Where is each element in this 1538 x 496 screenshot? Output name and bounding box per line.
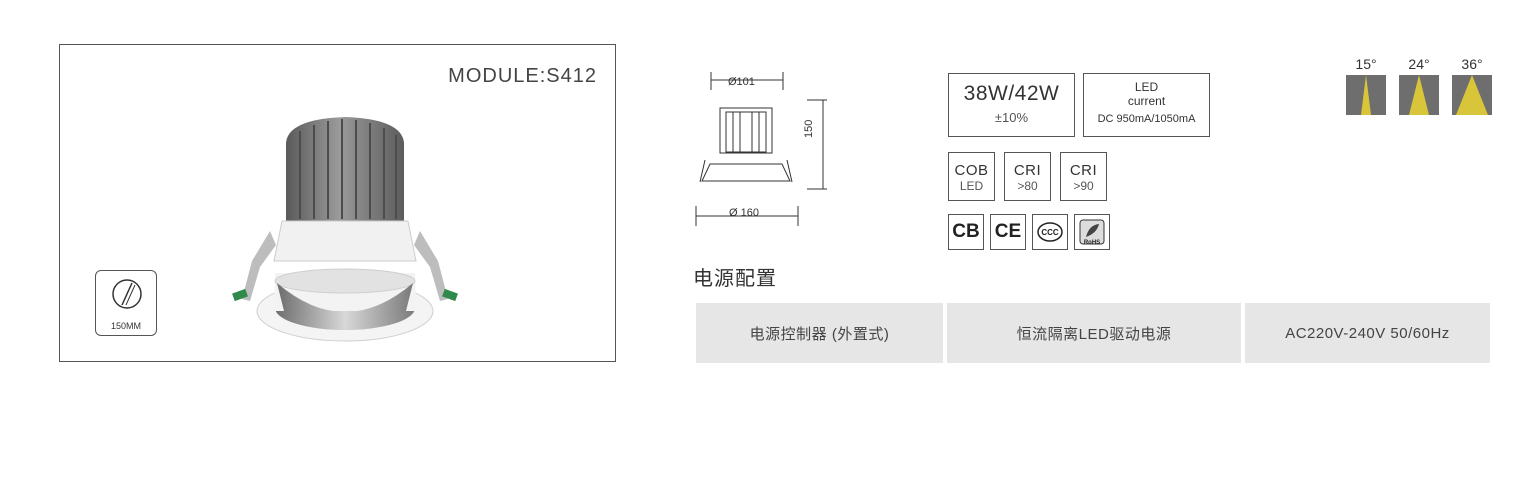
cb-cert-label: CB — [952, 221, 980, 242]
downlight-image — [230, 111, 470, 351]
wide-beam-icon — [1452, 75, 1492, 115]
led-current-box: LED current DC 950mA/1050mA — [1083, 73, 1210, 137]
power-controller-cell: 电源控制器 (外置式) — [696, 303, 943, 363]
chip-subtitle: >90 — [1073, 179, 1094, 193]
module-label: MODULE:S412 — [448, 65, 597, 87]
rohs-cert-icon: RoHS — [1074, 214, 1110, 250]
current-title-line2: current — [1127, 94, 1166, 108]
chip-title: CRI — [1069, 162, 1098, 179]
chip-title: CRI — [1013, 162, 1042, 179]
chip-cri-80: CRI >80 — [1004, 152, 1051, 201]
narrow-beam-icon — [1346, 75, 1386, 115]
rohs-logo-text: RoHS — [1084, 240, 1100, 246]
beam-angle-label: 15° — [1355, 56, 1377, 72]
chip-subtitle: LED — [959, 179, 984, 193]
beam-angle-label: 36° — [1461, 56, 1483, 72]
beam-angle-label: 24° — [1408, 56, 1430, 72]
cb-cert-icon: CB — [948, 214, 984, 250]
current-value: DC 950mA/1050mA — [1097, 113, 1196, 125]
power-supply-row: 电源控制器 (外置式) 恒流隔离LED驱动电源 AC220V-240V 50/6… — [696, 303, 1490, 363]
cutout-size-badge: 150MM — [95, 270, 157, 336]
ccc-cert-icon: CCC — [1032, 214, 1068, 250]
current-title-line1: LED — [1134, 80, 1159, 94]
ccc-logo: CCC — [1037, 222, 1063, 242]
chip-subtitle: >80 — [1017, 179, 1038, 193]
power-spec-box: 38W/42W ±10% — [948, 73, 1075, 137]
input-voltage-cell: AC220V-240V 50/60Hz — [1245, 303, 1490, 363]
cutout-size-label: 150MM — [110, 321, 141, 331]
power-value: 38W/42W — [963, 82, 1060, 105]
dimension-drawing: Ø101 150 Ø 160 — [695, 68, 840, 233]
ce-cert-icon: CE — [990, 214, 1026, 250]
ceiling-cutout-icon — [112, 279, 142, 309]
power-supply-heading: 电源配置 — [693, 268, 777, 290]
top-diameter-label: Ø101 — [728, 76, 755, 88]
beam-angle-36: 36° — [1452, 56, 1492, 115]
chip-title: COB — [954, 162, 989, 179]
beam-angle-15: 15° — [1346, 56, 1386, 115]
bottom-diameter-label: Ø 160 — [729, 207, 759, 219]
driver-type-cell: 恒流隔离LED驱动电源 — [947, 303, 1241, 363]
product-card: MODULE:S412 — [59, 44, 616, 362]
beam-angle-24: 24° — [1399, 56, 1439, 115]
power-tolerance: ±10% — [994, 110, 1029, 125]
chip-cob-led: COB LED — [948, 152, 995, 201]
rohs-logo: RoHS — [1079, 219, 1105, 246]
height-label: 150 — [803, 119, 815, 138]
ce-cert-label: CE — [994, 221, 1022, 242]
ccc-logo-text: CCC — [1041, 228, 1059, 237]
medium-beam-icon — [1399, 75, 1439, 115]
chip-cri-90: CRI >90 — [1060, 152, 1107, 201]
